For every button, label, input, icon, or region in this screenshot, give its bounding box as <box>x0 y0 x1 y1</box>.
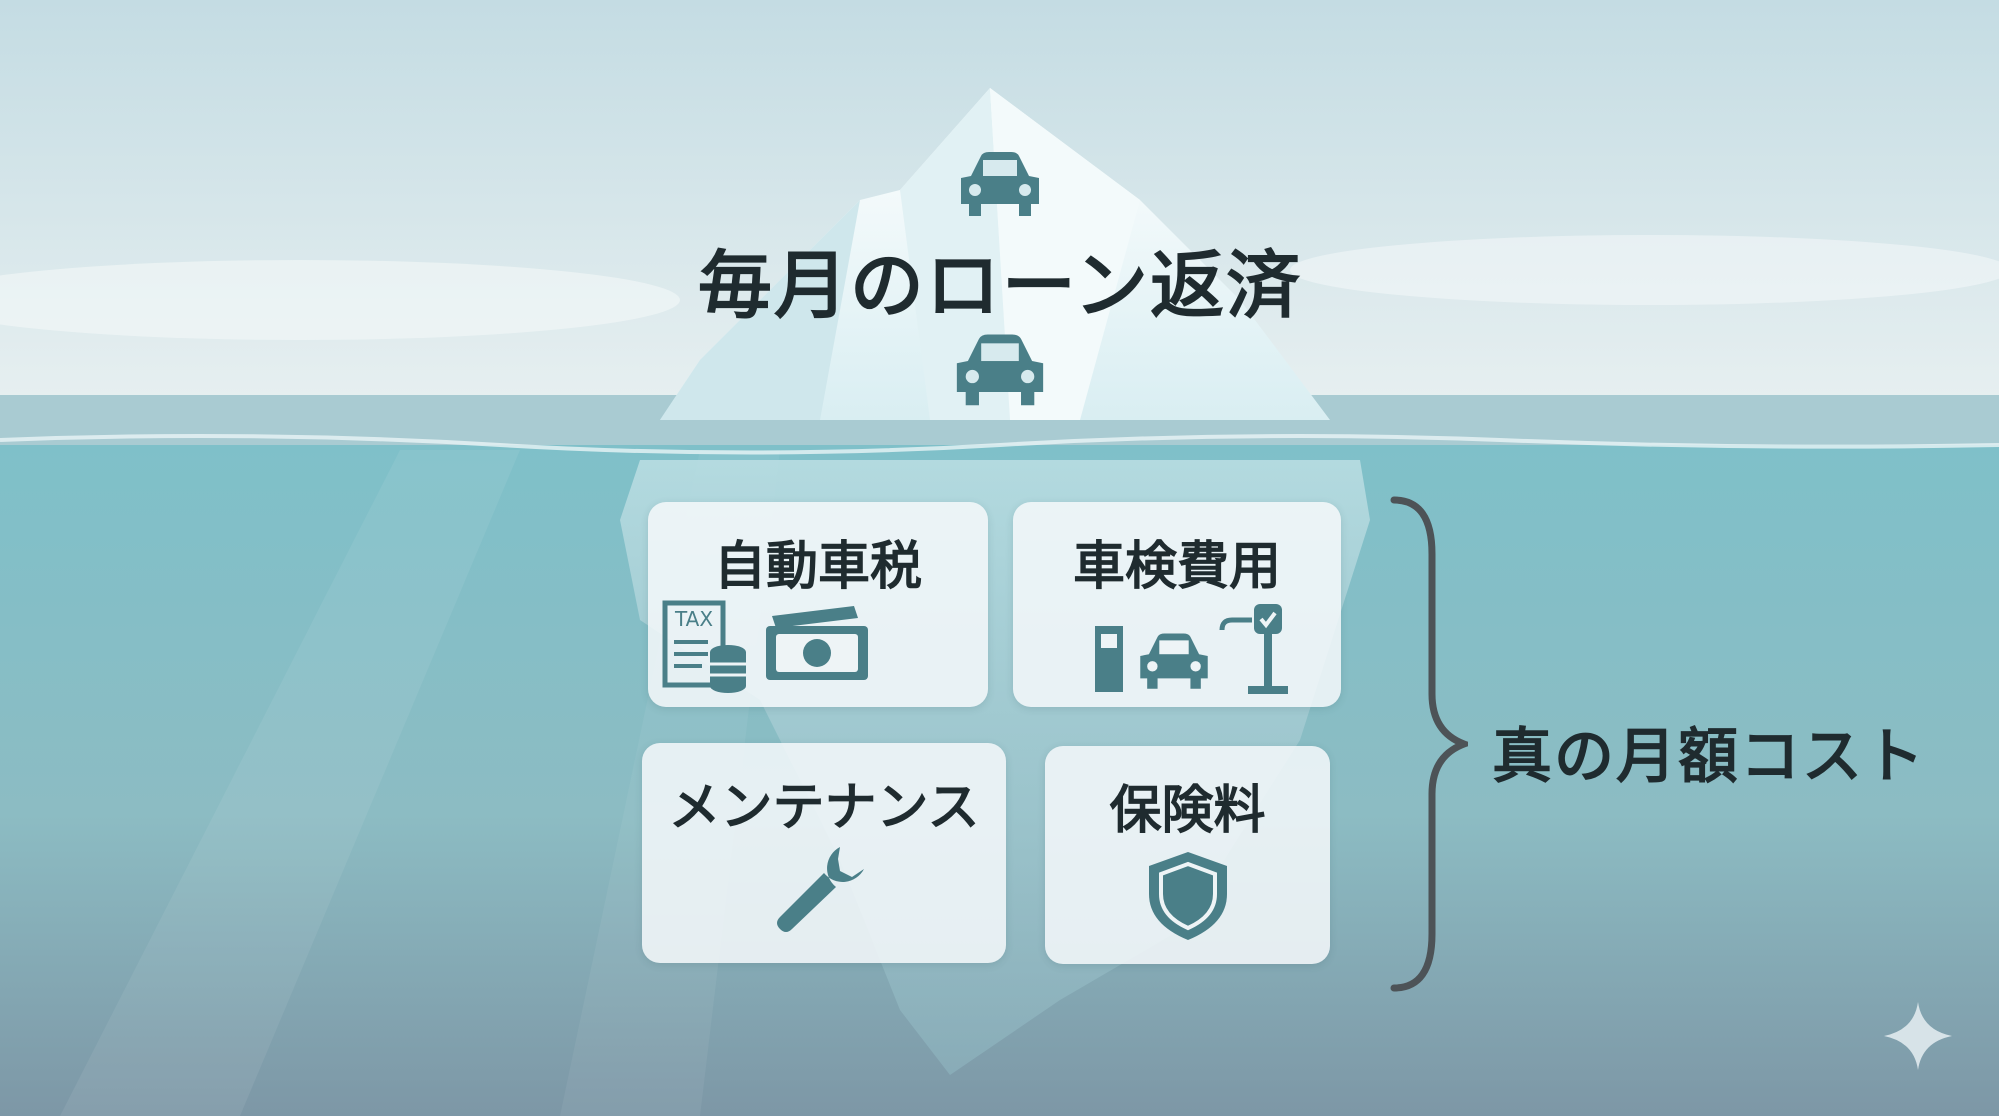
cost-card-inspection: 車検費用 <box>1013 502 1341 707</box>
coins-icon <box>710 645 746 693</box>
card-label: 車検費用 <box>1072 537 1281 597</box>
car-icon <box>948 330 1052 416</box>
car-icon <box>1140 633 1208 689</box>
inspection-gauge-icon <box>1219 604 1288 694</box>
fuel-pump-icon <box>1095 626 1123 692</box>
curly-brace-bracket <box>1390 496 1468 992</box>
cost-card-insurance: 保険料 <box>1045 746 1330 964</box>
total-monthly-cost-label: 真の月額コスト <box>1492 722 1926 792</box>
cost-card-vehicle-tax: 自動車税 TAX <box>648 502 988 707</box>
card-label: 自動車税 <box>713 537 922 597</box>
cost-card-maintenance: メンテナンス <box>642 743 1006 963</box>
tax-badge: TAX <box>674 607 713 631</box>
shield-icon <box>1149 852 1227 940</box>
wrench-icon <box>777 847 864 932</box>
sparkle-icon <box>1884 1002 1952 1070</box>
banknote-icon <box>766 606 868 680</box>
tax-document-icon: TAX <box>662 600 726 688</box>
page-title: 毎月のローン返済 <box>697 243 1303 329</box>
car-icon <box>953 148 1047 226</box>
card-label: メンテナンス <box>668 778 980 838</box>
card-label: 保険料 <box>1109 781 1266 841</box>
